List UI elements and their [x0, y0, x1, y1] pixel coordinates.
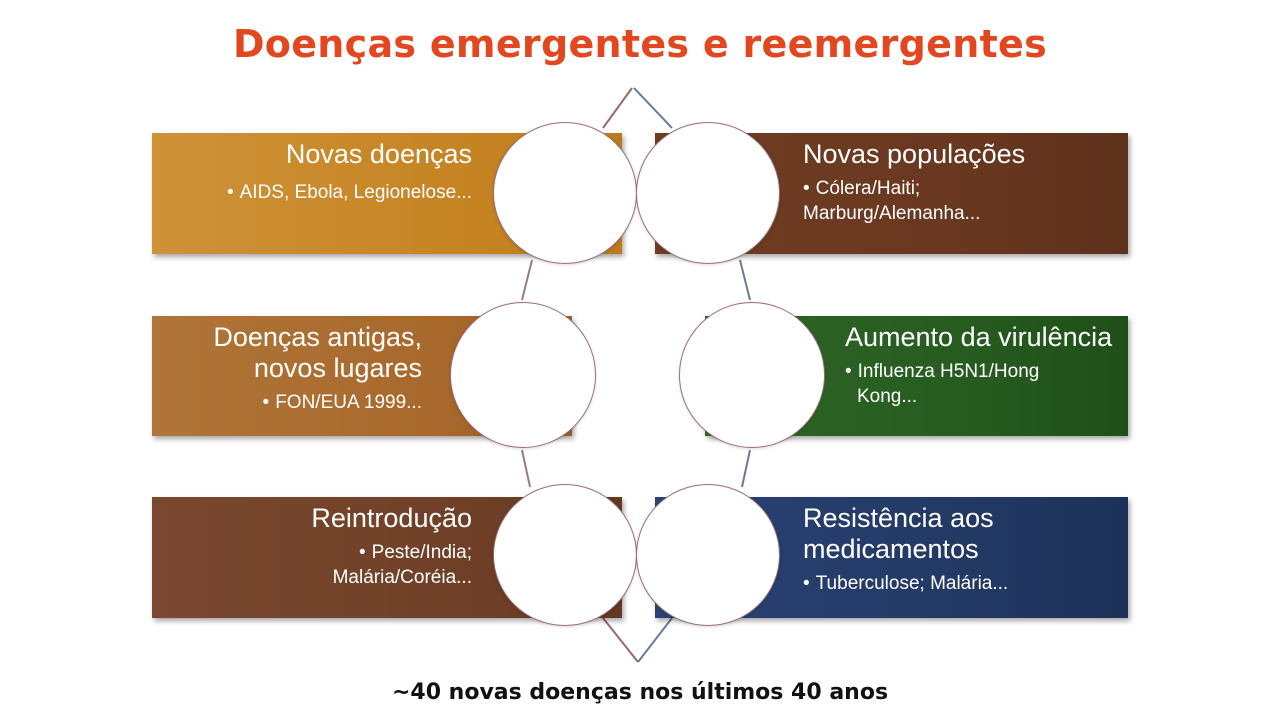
circle-bottom-right	[636, 484, 780, 626]
box-heading: Reintrodução	[311, 503, 472, 533]
slide-title: Doenças emergentes e reemergentes	[232, 22, 1048, 66]
box-list: •Peste/India; Malária/Coréia...	[162, 540, 472, 590]
box-heading: Novas doenças	[285, 139, 472, 169]
list-item: Kong...	[857, 386, 918, 407]
box-heading: Novas populações	[803, 139, 1026, 169]
list-item: •AIDS, Ebola, Legionelose...	[226, 182, 472, 203]
list-item: •Tuberculose; Malária...	[803, 573, 1009, 594]
footer-note: ~40 novas doenças nos últimos 40 anos	[391, 680, 889, 705]
list-item: Marburg/Alemanha...	[803, 203, 981, 224]
circle-middle-left	[450, 302, 596, 448]
box-list: •FON/EUA 1999...	[162, 390, 422, 415]
list-item: •FON/EUA 1999...	[262, 392, 422, 413]
list-item: •Cólera/Haiti;	[803, 178, 921, 199]
box-list: •Influenza H5N1/Hong Kong...	[845, 359, 1122, 409]
list-item: Malária/Coréia...	[332, 567, 472, 588]
circle-top-right	[636, 122, 780, 264]
list-item: •Peste/India;	[359, 542, 472, 563]
box-heading: Doenças antigas, novos lugares	[213, 322, 422, 383]
circle-bottom-left	[493, 484, 637, 626]
circle-middle-right	[679, 302, 825, 448]
box-list: •Tuberculose; Malária...	[803, 571, 1118, 596]
box-list: •Cólera/Haiti; Marburg/Alemanha...	[803, 176, 1118, 226]
circle-top-left	[493, 122, 637, 264]
box-list: •AIDS, Ebola, Legionelose...	[162, 180, 472, 205]
list-item: •Influenza H5N1/Hong	[845, 361, 1040, 382]
box-heading: Aumento da virulência	[845, 322, 1113, 352]
box-heading: Resistência aos medicamentos	[803, 503, 994, 564]
